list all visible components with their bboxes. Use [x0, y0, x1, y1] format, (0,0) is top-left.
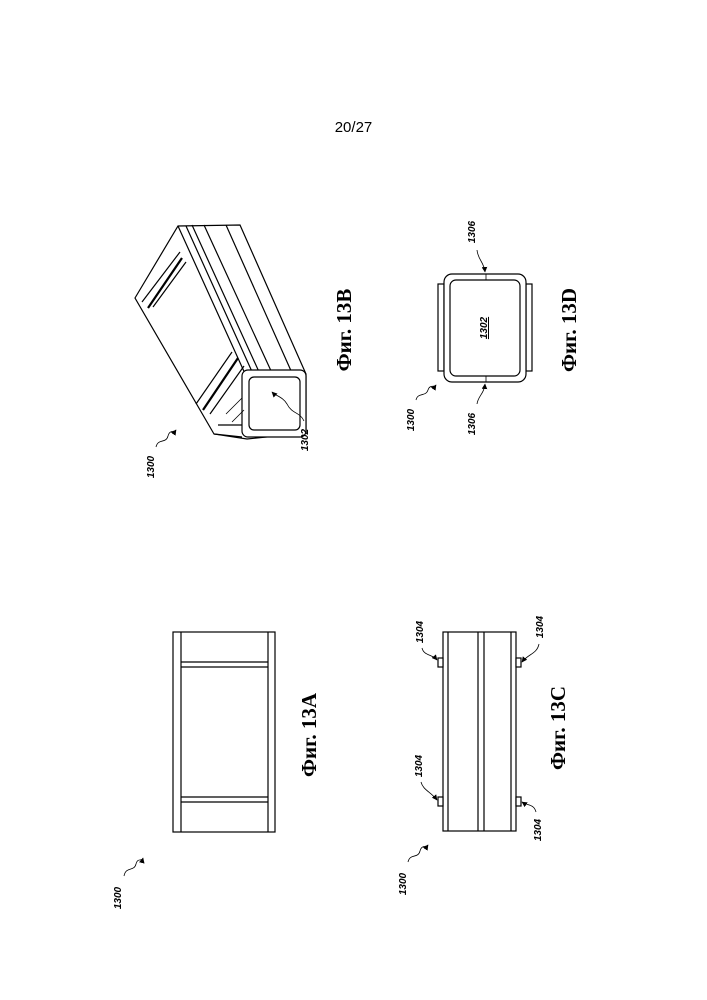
fig-13c-caption: Фиг. 13C	[546, 686, 570, 770]
figure-13b: Фиг. 13B 1300 1302	[135, 225, 356, 478]
figure-13d: 1302 Фиг. 13D 1300 1306 1306	[406, 220, 581, 435]
fig-13b-ref-1302: 1302	[300, 428, 311, 451]
fig-13c-ref-1304-bottom-left: 1304	[414, 754, 425, 777]
fig-13d-leader-1306-bottom	[477, 384, 485, 404]
fig-13b-ref-1300: 1300	[146, 455, 157, 478]
fig-13c-ref-1304-top-right: 1304	[535, 615, 546, 638]
fig-13d-caption: Фиг. 13D	[557, 288, 581, 372]
fig-13d-ref-1302: 1302	[479, 316, 490, 339]
fig-13c-ref-1304-top-left: 1304	[415, 620, 426, 643]
fig-13c-leader-1300	[408, 845, 428, 862]
fig-13c-leader-1304-bottom-right	[522, 802, 536, 812]
fig-13b-isometric-box	[135, 225, 306, 439]
fig-13d-leader-1300	[416, 385, 436, 400]
fig-13c-leader-1304-top-left	[422, 648, 437, 660]
fig-13b-caption: Фиг. 13B	[332, 289, 356, 372]
fig-13c-leader-1304-top-right	[522, 644, 539, 662]
figure-13c: Фиг. 13C 1300 1304 1304 1304 1304	[398, 615, 570, 895]
fig-13d-ref-1306-top: 1306	[467, 220, 478, 243]
fig-13a-box-drawing	[173, 632, 275, 832]
fig-13d-ref-1306-bottom: 1306	[467, 412, 478, 435]
fig-13a-caption: Фиг. 13A	[297, 692, 321, 777]
fig-13c-leader-1304-bottom-left	[421, 782, 437, 800]
fig-13d-ref-1300: 1300	[406, 408, 417, 431]
fig-13d-leader-1306-top	[477, 250, 485, 272]
fig-13a-leader-arrow	[124, 858, 143, 876]
fig-13c-side-view	[438, 632, 521, 831]
fig-13b-leader-1300	[156, 430, 176, 447]
fig-13a-ref-1300: 1300	[113, 886, 124, 909]
fig-13c-ref-1300: 1300	[398, 872, 409, 895]
figure-13a: Фиг. 13A 1300	[113, 632, 321, 909]
fig-13c-ref-1304-bottom-right: 1304	[533, 818, 544, 841]
